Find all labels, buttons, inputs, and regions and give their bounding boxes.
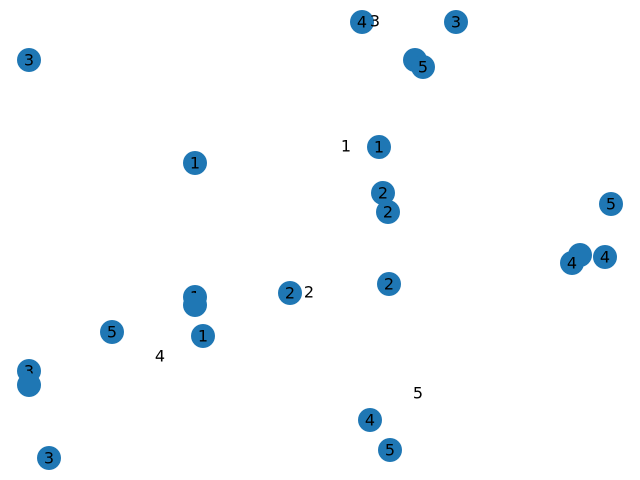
node-circle xyxy=(378,438,402,462)
node-circle xyxy=(560,251,584,275)
node-circle xyxy=(593,245,617,269)
node-label: 4 xyxy=(357,13,367,32)
node-label: 1 xyxy=(198,327,208,346)
node-circle xyxy=(37,446,61,470)
node-label: 3 xyxy=(451,13,461,32)
free-label: 2 xyxy=(304,283,314,302)
graph-node: 5 xyxy=(378,438,402,462)
graph-node xyxy=(183,293,207,317)
node-circle xyxy=(17,373,41,397)
graph-node: 3 xyxy=(17,48,41,72)
node-label: 3 xyxy=(24,362,34,381)
node-circle xyxy=(376,200,400,224)
node-label: 5 xyxy=(385,441,395,460)
graph-node: 5 xyxy=(100,320,124,344)
free-label: 5 xyxy=(413,384,423,403)
graph-node: 2 xyxy=(377,272,401,296)
graph-node: 4 xyxy=(593,245,617,269)
node-label: 3 xyxy=(24,51,34,70)
graph-node: 1 xyxy=(183,151,207,175)
graph-node: 5 xyxy=(411,55,435,79)
node-label: 2 xyxy=(384,275,394,294)
node-circle xyxy=(100,320,124,344)
node-circle xyxy=(367,135,391,159)
node-label: 2 xyxy=(378,184,388,203)
graph-node: 4 xyxy=(560,251,584,275)
node-circle xyxy=(371,181,395,205)
free-label: 1 xyxy=(341,137,351,156)
node-label: 4 xyxy=(567,254,577,273)
graph-node: 2 xyxy=(376,200,400,224)
node-label: 5 xyxy=(107,323,117,342)
node-circle xyxy=(191,324,215,348)
node-circle xyxy=(358,408,382,432)
node-label: 2 xyxy=(383,203,393,222)
free-label: 4 xyxy=(155,347,165,366)
graph-node: 2 xyxy=(278,281,302,305)
graph-node xyxy=(17,373,41,397)
graph-node: 2 xyxy=(371,181,395,205)
free-label: 3 xyxy=(370,12,380,31)
node-circle xyxy=(183,293,207,317)
graph-node: 1 xyxy=(367,135,391,159)
graph-node: 4 xyxy=(350,10,374,34)
graph-node: 3 xyxy=(444,10,468,34)
graph-node: 5 xyxy=(599,192,623,216)
node-label: 4 xyxy=(600,248,610,267)
node-label: 3 xyxy=(44,449,54,468)
node-label: 5 xyxy=(418,58,428,77)
node-label: 4 xyxy=(365,411,375,430)
node-circle xyxy=(599,192,623,216)
node-label: 2 xyxy=(285,284,295,303)
node-circle xyxy=(278,281,302,305)
node-circle xyxy=(444,10,468,34)
node-circle xyxy=(183,151,207,175)
node-circle xyxy=(17,48,41,72)
node-circle xyxy=(411,55,435,79)
graph-node: 4 xyxy=(358,408,382,432)
node-label: 1 xyxy=(374,138,384,157)
graph-node: 1 xyxy=(191,324,215,348)
node-circle xyxy=(350,10,374,34)
node-label: 5 xyxy=(606,195,616,214)
graph-node: 3 xyxy=(37,446,61,470)
node-label: 1 xyxy=(190,154,200,173)
node-circle xyxy=(377,272,401,296)
